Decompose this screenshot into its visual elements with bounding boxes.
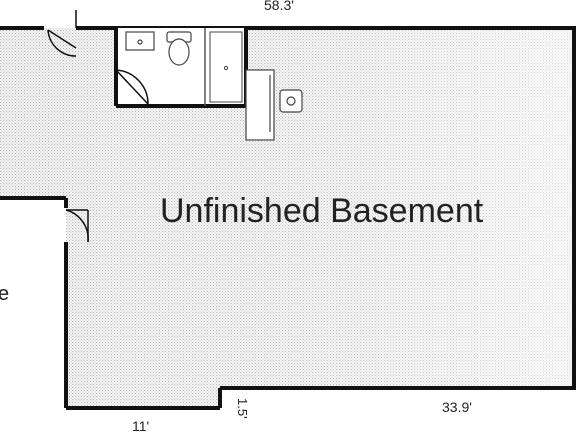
- left-room-floor: [0, 200, 64, 406]
- sink-icon: [125, 31, 155, 51]
- appliance-icon: [245, 69, 303, 141]
- toilet-icon: [166, 31, 192, 66]
- bathroom-door-icon: [115, 69, 149, 105]
- bathroom: [114, 28, 248, 108]
- dimension-step-height: 1.5': [235, 398, 250, 419]
- left-room-label: e: [0, 283, 9, 305]
- dimension-bottom-left-width: 11': [132, 418, 149, 432]
- left-room-door-icon: [65, 209, 89, 243]
- dimension-top-width: 58.3': [264, 0, 294, 13]
- room-label: Unfinished Basement: [160, 192, 484, 230]
- dimension-bottom-right-width: 33.9': [442, 399, 472, 415]
- shower-icon: [209, 31, 243, 103]
- door-swing-icon: [47, 10, 77, 57]
- basement-floor-fade: [0, 28, 576, 408]
